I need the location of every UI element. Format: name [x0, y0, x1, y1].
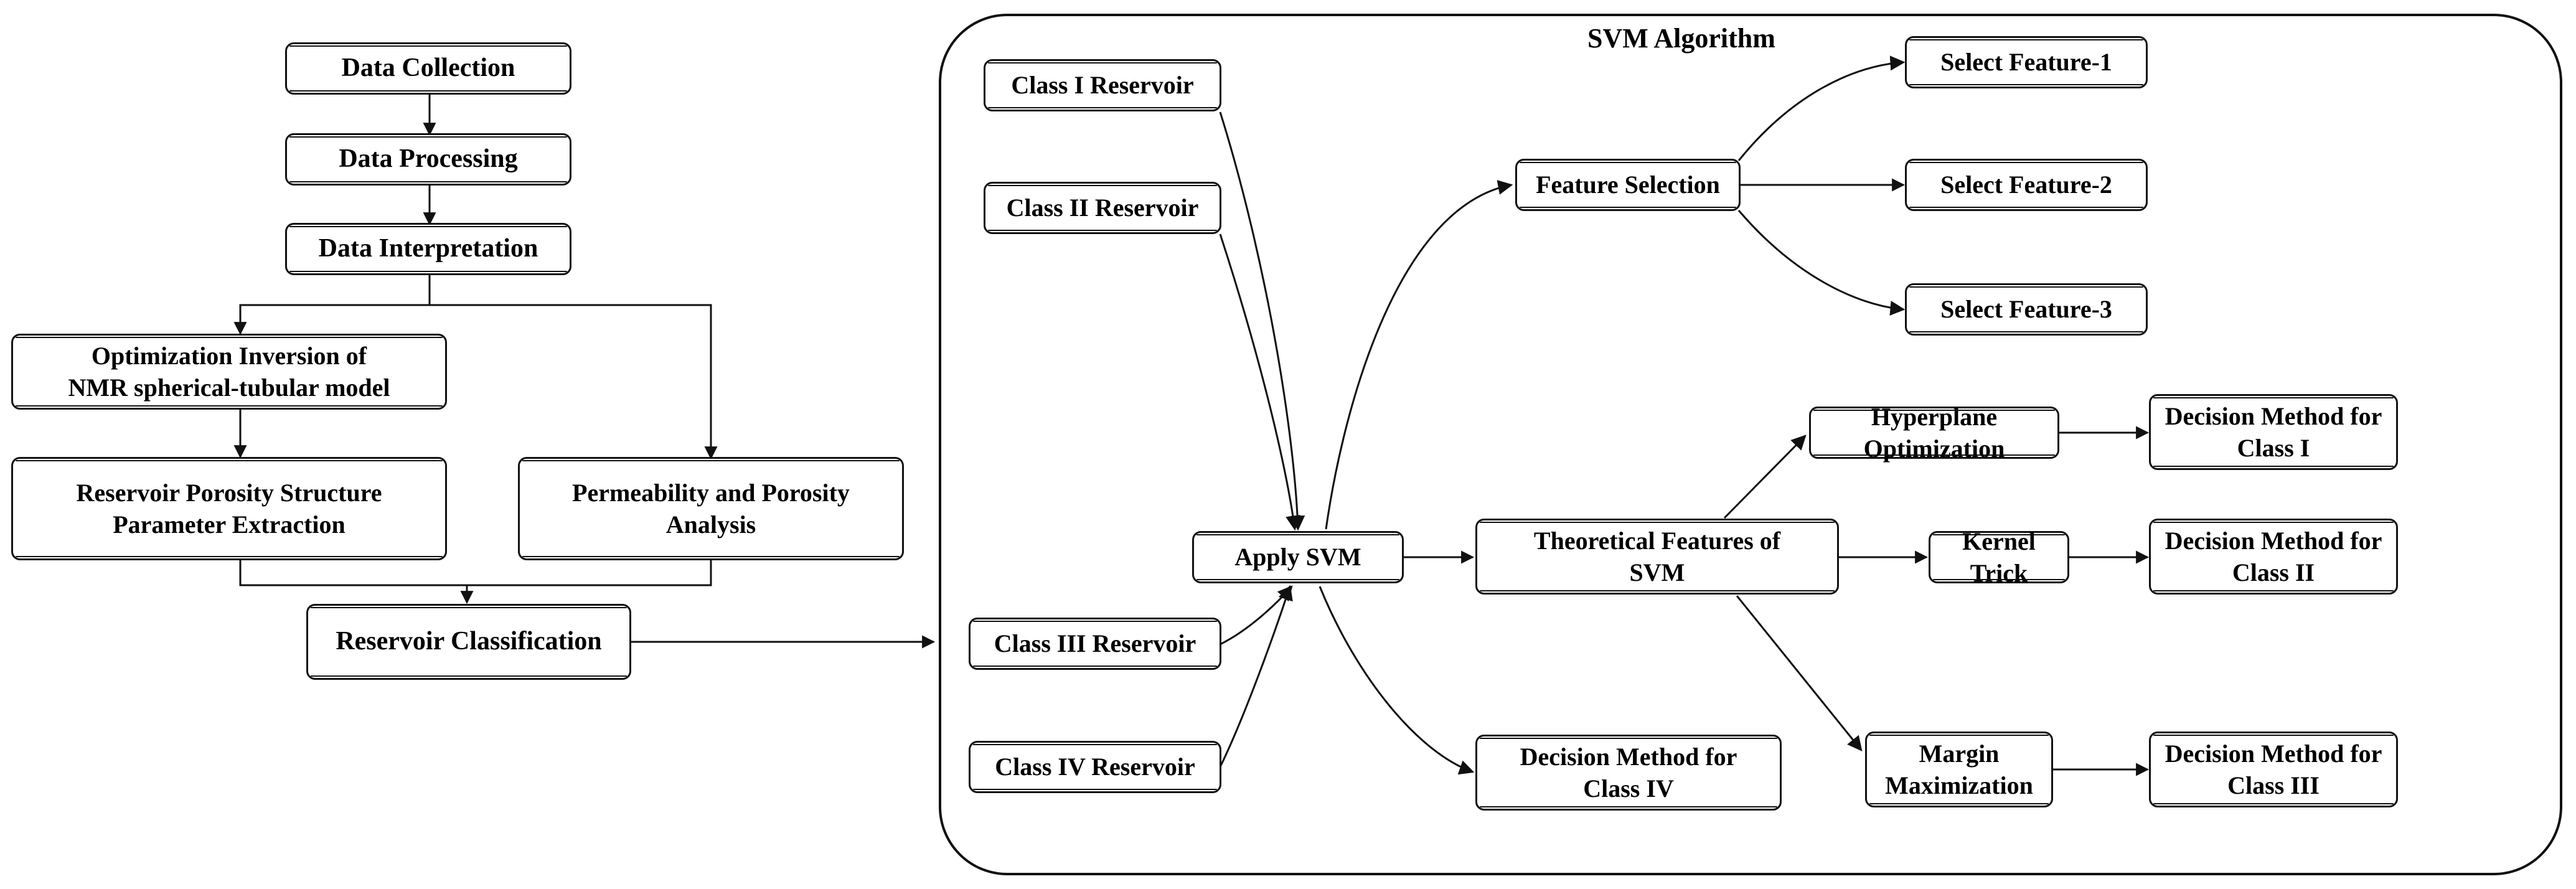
node-label: Kernel Trick	[1962, 527, 2036, 587]
node-select-feature-3[interactable]: Select Feature-3	[1905, 283, 2148, 336]
node-label: Apply SVM	[1234, 543, 1361, 572]
edge-data-interpretation-to-permeability	[430, 304, 718, 460]
svm-algorithm-label: SVM Algorithm	[1587, 23, 1775, 54]
edge-data-interpretation-to-optimization	[233, 304, 430, 336]
node-label: Data Interpretation	[318, 234, 538, 263]
node-select-feature-2[interactable]: Select Feature-2	[1905, 159, 2148, 211]
node-label: Select Feature-3	[1940, 295, 2112, 324]
node-class-4-reservoir[interactable]: Class IV Reservoir	[969, 741, 1221, 793]
node-select-feature-1[interactable]: Select Feature-1	[1905, 36, 2148, 88]
svm-algorithm-container	[939, 14, 2562, 875]
edge-porosity-structure-to-classification	[239, 560, 474, 604]
node-data-interpretation[interactable]: Data Interpretation	[285, 223, 571, 275]
node-feature-selection[interactable]: Feature Selection	[1515, 159, 1741, 211]
node-data-collection[interactable]: Data Collection	[285, 42, 571, 95]
node-label: Hyperplane Optimization	[1863, 402, 2005, 463]
node-label: Select Feature-1	[1940, 48, 2112, 77]
node-hyperplane-optimization[interactable]: Hyperplane Optimization	[1809, 403, 2059, 463]
node-class-3-reservoir[interactable]: Class III Reservoir	[969, 618, 1221, 670]
node-label: Class IV Reservoir	[995, 753, 1195, 781]
node-label: Reservoir Classification	[336, 627, 602, 656]
node-label: Class I Reservoir	[1011, 71, 1194, 100]
node-label: Class II Reservoir	[1006, 194, 1199, 222]
edge-permeability-to-classification	[467, 560, 712, 586]
node-label: Select Feature-2	[1940, 171, 2112, 199]
node-class-2-reservoir[interactable]: Class II Reservoir	[984, 182, 1221, 234]
node-label: Data Processing	[339, 144, 518, 174]
node-label: Data Collection	[341, 54, 515, 83]
node-data-processing[interactable]: Data Processing	[285, 133, 571, 186]
node-reservoir-classification[interactable]: Reservoir Classification	[306, 604, 631, 680]
node-kernel-trick[interactable]: Kernel Trick	[1929, 527, 2069, 587]
node-label: Class III Reservoir	[994, 629, 1196, 658]
node-label: Feature Selection	[1536, 171, 1720, 199]
node-apply-svm[interactable]: Apply SVM	[1192, 531, 1404, 583]
node-class-1-reservoir[interactable]: Class I Reservoir	[984, 59, 1221, 111]
